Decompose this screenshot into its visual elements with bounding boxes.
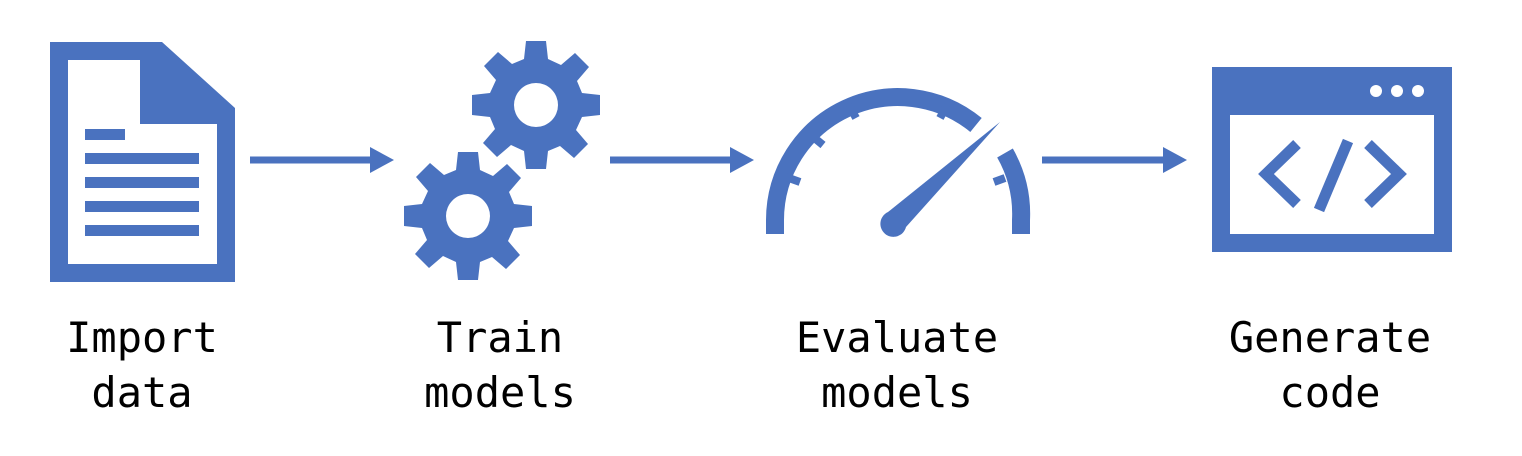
document-icon [50, 42, 235, 282]
label-generate-line1: Generate [1229, 313, 1431, 362]
gauge-ticks [784, 93, 1007, 186]
gauge-icon [766, 88, 1031, 237]
gears-icon [404, 41, 600, 280]
code-window-icon [1212, 67, 1452, 252]
label-evaluate-line1: Evaluate [796, 313, 998, 362]
label-import-line1: Import [66, 313, 218, 362]
label-import-line2: data [91, 368, 192, 417]
arrow-import-to-train [250, 147, 394, 173]
arrow-train-to-evaluate [610, 147, 754, 173]
label-generate-line2: code [1279, 368, 1380, 417]
code-brackets-icon [1258, 138, 1407, 213]
label-train-line1: Train [437, 313, 563, 362]
label-train-line2: models [424, 368, 576, 417]
window-dots-icon [1370, 85, 1424, 97]
label-evaluate-line2: models [821, 368, 973, 417]
arrow-evaluate-to-generate [1042, 147, 1187, 173]
